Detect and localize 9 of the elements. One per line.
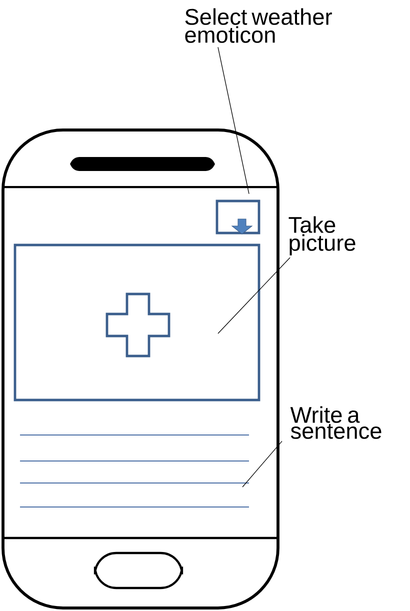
callout-text: Take picture [288, 216, 356, 256]
leader-line [218, 46, 250, 194]
callout-text: Select weather emoticon [185, 8, 332, 43]
emoticon-button [216, 200, 260, 234]
leader-line [218, 257, 290, 334]
callout-text: Write a sentence [290, 406, 382, 439]
photo-frame [14, 244, 260, 402]
leader-line [242, 440, 282, 488]
writing-lines [20, 434, 249, 508]
